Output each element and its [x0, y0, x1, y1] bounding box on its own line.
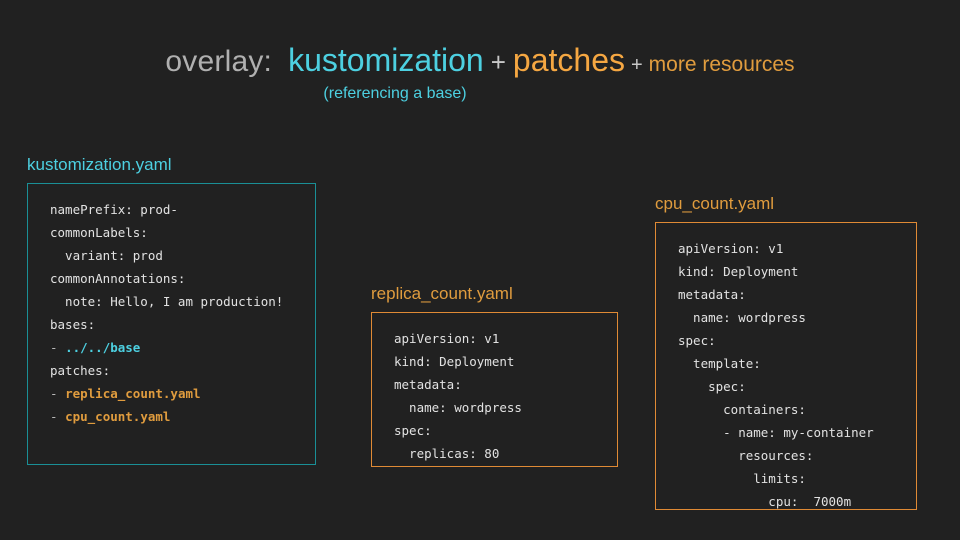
- slide-subtitle: (referencing a base): [323, 85, 467, 102]
- slide-title: overlay:kustomization+patches+more resou…: [0, 44, 960, 77]
- title-term-more-resources: more resources: [648, 53, 795, 76]
- panel-label-kustomization: kustomization.yaml: [27, 155, 172, 174]
- title-plus-1: +: [490, 47, 506, 77]
- code-box-replica-count: apiVersion: v1 kind: Deployment metadata…: [371, 312, 618, 467]
- slide-header: overlay:kustomization+patches+more resou…: [0, 44, 960, 103]
- panel-cpu-count: cpu_count.yaml apiVersion: v1 kind: Depl…: [655, 195, 917, 510]
- code-box-kustomization: namePrefix: prod- commonLabels: variant:…: [27, 183, 316, 465]
- code-box-cpu-count: apiVersion: v1 kind: Deployment metadata…: [655, 222, 917, 510]
- title-term-patches: patches: [512, 42, 625, 78]
- title-term-kustomization: kustomization: [288, 42, 484, 78]
- code-content-kustomization: namePrefix: prod- commonLabels: variant:…: [50, 202, 284, 424]
- panel-label-cpu-count: cpu_count.yaml: [655, 194, 775, 213]
- panel-replica-count: replica_count.yaml apiVersion: v1 kind: …: [371, 285, 618, 467]
- panel-kustomization: kustomization.yaml namePrefix: prod- com…: [27, 156, 316, 465]
- code-content-cpu-count: apiVersion: v1 kind: Deployment metadata…: [678, 241, 874, 509]
- title-overlay-label: overlay:: [165, 45, 273, 78]
- code-content-replica-count: apiVersion: v1 kind: Deployment metadata…: [394, 331, 522, 461]
- panel-label-replica-count: replica_count.yaml: [371, 284, 513, 303]
- title-plus-2: +: [630, 54, 643, 76]
